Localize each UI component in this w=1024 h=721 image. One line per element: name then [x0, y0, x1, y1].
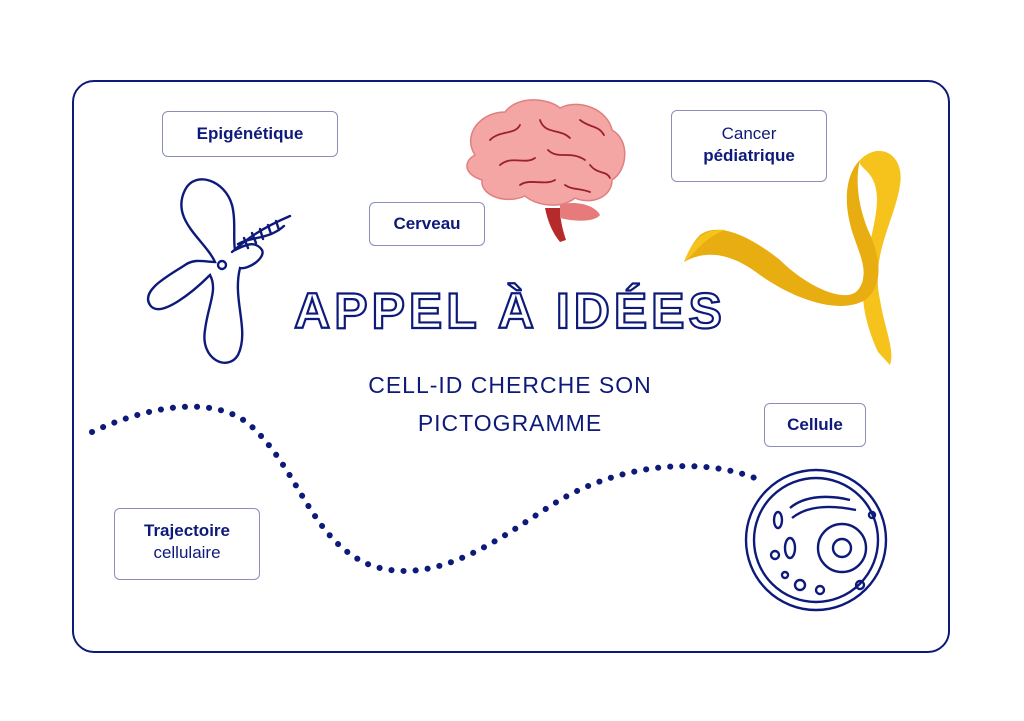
chromosome-dna-icon — [146, 178, 292, 364]
tag-cancer-pediatrique: Cancer pédiatrique — [671, 110, 827, 182]
tag-cancer-line2: pédiatrique — [703, 146, 795, 165]
dotted-trajectory-line — [89, 403, 763, 574]
cell-icon — [744, 468, 888, 612]
card-frame — [72, 80, 950, 653]
tag-trajectoire-line2: cellulaire — [153, 543, 221, 562]
page-title: APPEL À IDÉES — [293, 282, 726, 340]
brain-icon — [466, 99, 626, 242]
ribbon-icon — [684, 150, 901, 365]
tag-trajectoire-line1: Trajectoire — [144, 521, 230, 540]
subtitle-line1: CELL-ID CHERCHE SON — [368, 372, 652, 398]
tag-cancer-line1: Cancer — [721, 124, 777, 143]
tag-epigenetique: Epigénétique — [162, 111, 338, 157]
tag-cellule: Cellule — [764, 403, 866, 447]
tag-cerveau: Cerveau — [369, 202, 485, 246]
tag-trajectoire-cellulaire: Trajectoire cellulaire — [114, 508, 260, 580]
subtitle-line2: PICTOGRAMME — [417, 410, 603, 436]
